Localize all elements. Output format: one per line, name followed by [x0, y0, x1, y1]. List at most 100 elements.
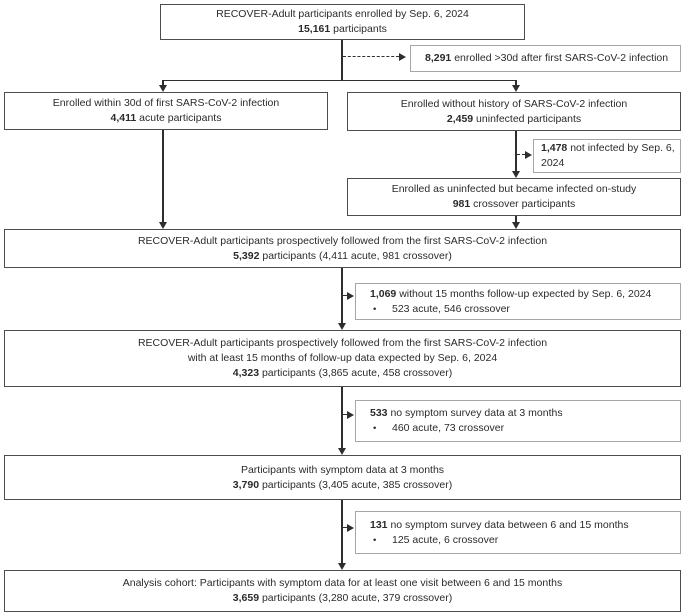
connector-followed15-to-symptom3: [341, 387, 343, 448]
arrowhead-into-followed15-box: [337, 322, 346, 330]
box-count-line: 2,459 uninfected participants: [348, 112, 680, 127]
count-suffix: participants (3,865 acute, 458 crossover…: [259, 366, 453, 379]
box-description-text: Participants with symptom data at 3 mont…: [240, 463, 445, 476]
arrowhead-crossover-into-followed: [511, 221, 520, 229]
box-description-text: with at least 15 months of follow-up dat…: [187, 352, 498, 365]
excluded-count: 533: [370, 407, 388, 420]
arrowhead-into-late-enrollment-box: [399, 53, 406, 61]
count-suffix: participants (3,405 acute, 385 crossover…: [259, 478, 453, 491]
excluded-count: 131: [370, 518, 388, 531]
connector-crossover-to-followed: [515, 216, 517, 222]
box-uninfected-enrolled: Enrolled without history of SARS-CoV-2 i…: [347, 92, 681, 131]
count-suffix: participants (4,411 acute, 981 crossover…: [259, 249, 452, 262]
exclusion-box-not-infected: 1,478 not infected by Sep. 6, 2024: [533, 139, 681, 173]
box-description-text: Analysis cohort: Participants with sympt…: [122, 577, 563, 590]
box-description-text: Enrolled within 30d of first SARS-CoV-2 …: [52, 97, 280, 110]
box-count-line: 3,790 participants (3,405 acute, 385 cro…: [5, 478, 680, 493]
arrowhead-into-analysis-box: [337, 562, 346, 570]
box-analysis-cohort: Analysis cohort: Participants with sympt…: [4, 570, 681, 612]
box-description-text: RECOVER-Adult participants prospectively…: [137, 337, 548, 350]
arrowhead-into-no-followup-box: [347, 292, 354, 300]
box-description-text: RECOVER-Adult participants prospectively…: [137, 234, 548, 247]
exclusion-box-no-symptom-6-15mo: 131 no symptom survey data between 6 and…: [355, 511, 681, 554]
arrowhead-into-symptom3-box: [337, 447, 346, 455]
box-count-line: 5,392 participants (4,411 acute, 981 cro…: [5, 249, 680, 264]
excluded-count: 1,478: [541, 142, 568, 155]
connector-uninfected-to-crossover: [515, 131, 517, 171]
box-enrolled-total: RECOVER-Adult participants enrolled by S…: [160, 4, 525, 40]
exclusion-text-line: 533 no symptom survey data at 3 months: [356, 406, 680, 421]
count-suffix: acute participants: [136, 112, 222, 124]
box-description: Participants with symptom data at 3 mont…: [5, 463, 680, 478]
connector-symptom3-to-analysis: [341, 500, 343, 563]
box-count-line: 981 crossover participants: [348, 197, 680, 212]
exclusion-box-no-15mo-followup: 1,069 without 15 months follow-up expect…: [355, 283, 681, 320]
dashed-connector-to-no-symptom-3mo: [343, 414, 347, 415]
box-description: Enrolled as uninfected but became infect…: [348, 182, 680, 197]
box-description: Enrolled within 30d of first SARS-CoV-2 …: [5, 96, 327, 111]
participant-count: 4,323: [232, 366, 260, 379]
box-symptom-data-3-months: Participants with symptom data at 3 mont…: [4, 455, 681, 500]
exclusion-breakdown: 460 acute, 73 crossover: [392, 422, 505, 434]
box-description-text: Enrolled as uninfected but became infect…: [391, 183, 637, 196]
excluded-count: 8,291: [425, 52, 452, 65]
exclusion-reason: no symptom survey data between 6 and 15 …: [387, 518, 629, 531]
box-prospectively-followed: RECOVER-Adult participants prospectively…: [4, 229, 681, 268]
participant-count: 2,459: [446, 112, 474, 125]
participant-count: 5,392: [233, 249, 260, 262]
connector-split-horizontal: [162, 79, 517, 82]
box-description: Enrolled without history of SARS-CoV-2 i…: [348, 97, 680, 112]
participant-count: 4,411: [110, 112, 137, 124]
box-count-line: 4,323 participants (3,865 acute, 458 cro…: [5, 366, 680, 381]
arrowhead-into-no-symptom-3mo-box: [347, 411, 354, 419]
exclusion-text-line: 131 no symptom survey data between 6 and…: [356, 518, 680, 533]
exclusion-reason: no symptom survey data at 3 months: [387, 407, 563, 420]
box-description: RECOVER-Adult participants prospectively…: [5, 234, 680, 249]
participant-count: 15,161: [298, 23, 331, 35]
excluded-count: 1,069: [370, 287, 397, 300]
exclusion-detail-line: • 460 acute, 73 crossover: [356, 421, 680, 436]
arrowhead-into-acute-box: [158, 84, 167, 92]
count-suffix: participants (3,280 acute, 379 crossover…: [259, 592, 453, 604]
box-acute-enrolled: Enrolled within 30d of first SARS-CoV-2 …: [4, 92, 328, 130]
box-crossover-infected: Enrolled as uninfected but became infect…: [347, 178, 681, 216]
box-count-line: 3,659 participants (3,280 acute, 379 cro…: [5, 591, 680, 606]
bullet-marker: •: [373, 423, 377, 434]
box-count-line: 15,161 participants: [161, 22, 524, 37]
exclusion-text-line: 1,478 not infected by Sep. 6, 2024: [534, 141, 680, 171]
exclusion-reason: not infected by Sep. 6, 2024: [541, 142, 675, 169]
arrowhead-into-uninfected-box: [511, 84, 520, 92]
count-suffix: crossover participants: [470, 198, 576, 210]
connector-split-to-uninfected: [515, 79, 517, 86]
box-description: RECOVER-Adult participants prospectively…: [5, 336, 680, 351]
exclusion-box-late-enrollment: 8,291 enrolled >30d after first SARS-CoV…: [410, 45, 681, 72]
arrowhead-acute-into-followed: [158, 221, 167, 229]
exclusion-detail-line: • 523 acute, 546 crossover: [356, 302, 680, 317]
exclusion-reason: without 15 months follow-up expected by …: [396, 287, 652, 300]
exclusion-breakdown: 523 acute, 546 crossover: [392, 302, 510, 315]
box-description: RECOVER-Adult participants enrolled by S…: [161, 7, 524, 22]
dashed-connector-to-no-symptom-6-15mo: [343, 527, 347, 528]
connector-acute-to-followed: [162, 130, 164, 222]
bullet-marker: •: [373, 303, 377, 315]
arrowhead-into-not-infected-box: [525, 151, 532, 159]
connector-followed-to-followed15: [341, 268, 343, 323]
connector-split-to-acute: [162, 79, 164, 86]
box-description-text: RECOVER-Adult participants enrolled by S…: [216, 8, 469, 21]
exclusion-breakdown: 125 acute, 6 crossover: [392, 533, 499, 546]
participant-count: 3,790: [232, 478, 260, 491]
participant-count: 3,659: [232, 592, 260, 604]
exclusion-text-line: 8,291 enrolled >30d after first SARS-CoV…: [411, 51, 680, 66]
box-description-line2: with at least 15 months of follow-up dat…: [5, 351, 680, 366]
exclusion-reason: enrolled >30d after first SARS-CoV-2 inf…: [451, 52, 669, 65]
box-followed-15-months: RECOVER-Adult participants prospectively…: [4, 330, 681, 387]
box-description: Analysis cohort: Participants with sympt…: [5, 576, 680, 591]
exclusion-box-no-symptom-3mo: 533 no symptom survey data at 3 months •…: [355, 400, 681, 442]
exclusion-detail-line: • 125 acute, 6 crossover: [356, 533, 680, 548]
exclusion-text-line: 1,069 without 15 months follow-up expect…: [356, 287, 680, 302]
connector-enrolled-to-split: [341, 40, 343, 81]
dashed-connector-to-late-enrollment: [343, 56, 399, 57]
box-description-text: Enrolled without history of SARS-CoV-2 i…: [400, 97, 628, 110]
bullet-marker: •: [373, 534, 377, 546]
